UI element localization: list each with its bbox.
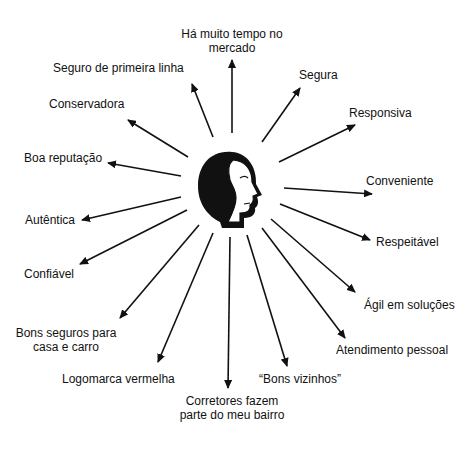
head-silhouette xyxy=(198,152,262,228)
attribute-label: “Bons vizinhos” xyxy=(259,372,341,386)
attribute-label: Ágil em soluções xyxy=(364,298,455,312)
attribute-label: Há muito tempo no mercado xyxy=(180,27,284,55)
attribute-label: Confiável xyxy=(24,267,74,281)
attribute-label: Autêntica xyxy=(25,213,75,227)
attribute-label: Seguro de primeira linha xyxy=(53,61,184,75)
attribute-label: Bons seguros para casa e carro xyxy=(10,326,122,354)
attribute-label: Conveniente xyxy=(366,174,433,188)
attribute-label: Corretores fazem parte do meu bairro xyxy=(173,394,291,422)
attribute-label: Conservadora xyxy=(49,97,124,111)
attribute-label: Logomarca vermelha xyxy=(62,372,175,386)
attribute-label: Atendimento pessoal xyxy=(336,343,448,357)
attribute-label: Responsiva xyxy=(349,106,412,120)
attribute-label: Segura xyxy=(299,68,338,82)
attribute-label: Boa reputação xyxy=(24,151,102,165)
attribute-label: Respeitável xyxy=(376,235,439,249)
